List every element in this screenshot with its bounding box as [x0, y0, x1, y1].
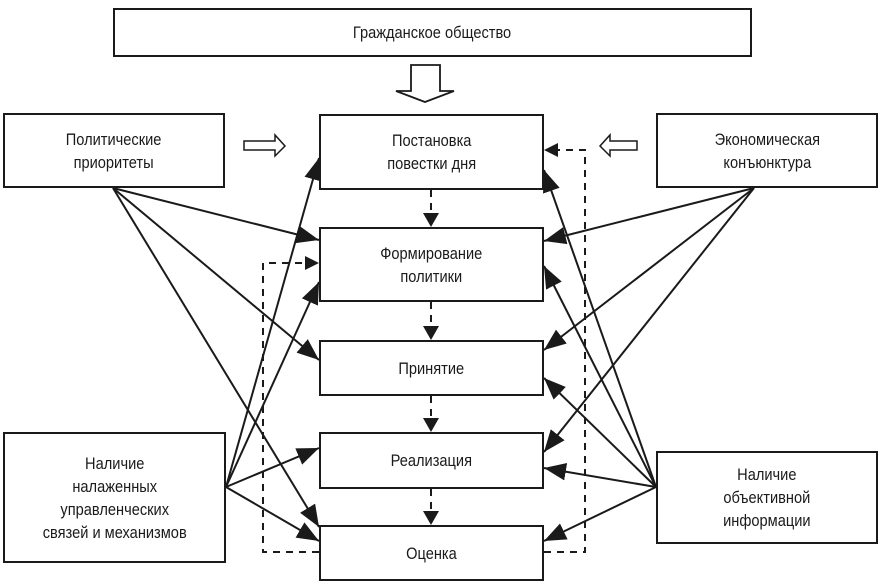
edge-information-to-formation [543, 265, 657, 488]
edge-economic-to-formation [543, 187, 755, 245]
edge-political-to-adoption [112, 187, 320, 361]
economic-influence-arrow-icon [598, 133, 638, 158]
civil-society-box: Гражданское общество [113, 8, 752, 57]
stage-label-implementation: Реализация [390, 451, 473, 470]
factor-box-economic: Экономическая конъюнктура [656, 113, 878, 188]
feedback-loop-right [544, 149, 586, 553]
edge-information-to-implementation [543, 463, 657, 488]
stage-box-agenda: Постановка повестки дня [319, 114, 544, 190]
sequence-arrowhead-icon [423, 511, 439, 525]
stage-box-formation: Формирование политики [319, 227, 544, 302]
stage-box-adoption: Принятие [319, 340, 544, 396]
factor-label-information: Наличие объективной информации [723, 465, 811, 530]
edge-mechanisms-to-agenda [225, 157, 322, 488]
political-influence-arrow-icon [243, 133, 287, 158]
edge-information-to-adoption [543, 377, 657, 488]
sequence-arrowhead-icon [423, 326, 439, 340]
feedback-arrowhead-icon [305, 256, 319, 270]
edge-mechanisms-to-evaluation [225, 486, 320, 542]
edge-mechanisms-to-formation [225, 281, 320, 488]
factor-label-political: Политические приоритеты [66, 129, 162, 172]
factor-label-economic: Экономическая конъюнктура [714, 129, 820, 172]
stage-label-evaluation: Оценка [406, 543, 457, 563]
stage-label-agenda: Постановка повестки дня [387, 131, 476, 173]
edge-information-to-evaluation [543, 486, 657, 542]
edge-political-to-evaluation [112, 187, 320, 528]
stage-label-adoption: Принятие [398, 358, 465, 378]
sequence-arrowhead-icon [423, 418, 439, 432]
sequence-arrowhead-icon [423, 213, 439, 227]
edge-economic-to-adoption [543, 187, 755, 351]
factor-box-information: Наличие объективной информации [656, 451, 878, 544]
edge-information-to-agenda [543, 169, 657, 488]
stage-box-evaluation: Оценка [319, 525, 544, 581]
civil-society-label: Гражданское общество [353, 23, 512, 42]
civil-society-down-arrow-icon [395, 64, 455, 103]
edge-political-to-formation [112, 187, 320, 244]
factor-label-mechanisms: Наличие налаженных управленческих связей… [42, 453, 187, 542]
factor-box-political: Политические приоритеты [3, 113, 225, 188]
stage-label-formation: Формирование политики [380, 243, 483, 286]
feedback-arrowhead-icon [544, 143, 558, 157]
edge-economic-to-implementation [543, 187, 755, 453]
stage-box-implementation: Реализация [319, 432, 544, 489]
edge-mechanisms-to-implementation [225, 447, 320, 488]
feedback-loop-left [262, 262, 319, 553]
factor-box-mechanisms: Наличие налаженных управленческих связей… [3, 432, 226, 563]
